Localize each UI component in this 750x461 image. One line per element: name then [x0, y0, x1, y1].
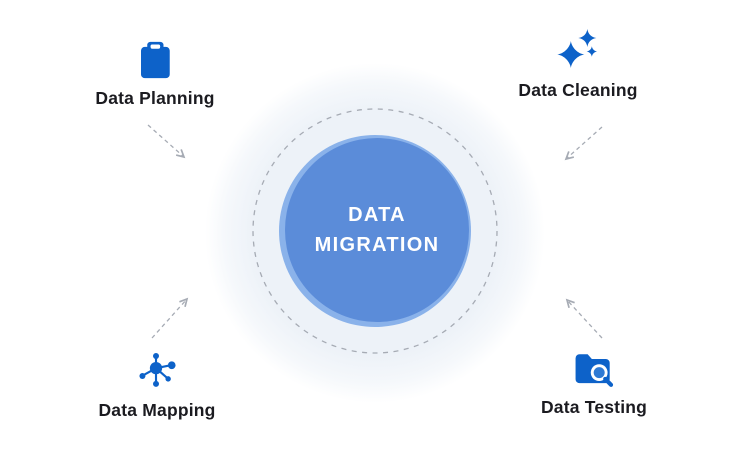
network-nodes-icon — [139, 353, 176, 387]
arrow-top-left — [147, 124, 186, 159]
arrow-bottom-left — [151, 297, 189, 339]
arrow-top-right — [564, 126, 603, 161]
node-label-data-testing: Data Testing — [540, 397, 648, 417]
node-label-data-cleaning: Data Cleaning — [518, 80, 638, 100]
clipboard-icon — [140, 41, 170, 79]
center-title: DATA MIGRATION — [314, 204, 440, 256]
node-data-cleaning: Data Cleaning — [518, 29, 637, 101]
sparkles-icon — [556, 29, 597, 68]
node-data-planning: Data Planning — [95, 41, 214, 109]
arrow-bottom-right — [565, 298, 603, 339]
node-data-testing: Data Testing — [541, 352, 647, 418]
node-label-data-planning: Data Planning — [95, 88, 215, 108]
node-label-data-mapping: Data Mapping — [98, 400, 216, 420]
center-circle-edge: DATA MIGRATION — [279, 135, 471, 327]
center-circle: DATA MIGRATION — [285, 138, 469, 322]
folder-search-icon — [575, 354, 614, 387]
node-data-mapping: Data Mapping — [98, 351, 215, 421]
